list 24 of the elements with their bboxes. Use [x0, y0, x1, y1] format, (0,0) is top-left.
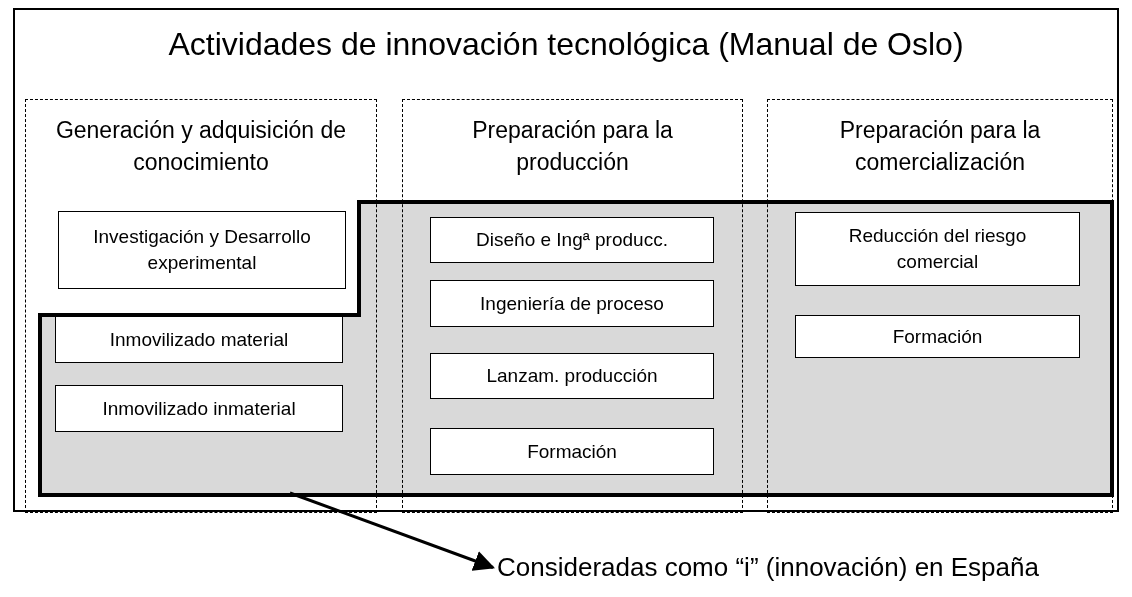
- activity-box: [430, 353, 714, 399]
- activity-label: Formación: [892, 324, 983, 349]
- activity-label: Lanzam. producción: [486, 364, 658, 389]
- column-heading: Preparación para la producción: [471, 116, 674, 178]
- note-text: Consideradas como “i” (innovación) en España: [497, 552, 1039, 583]
- activity-box: [55, 385, 343, 432]
- activity-label: Investigación y Desarrollo experimental: [92, 225, 312, 275]
- activity-box: [430, 217, 714, 263]
- activity-box: [58, 211, 346, 289]
- column-heading: Preparación para la comercialización: [838, 116, 1042, 178]
- activity-box: [430, 428, 714, 475]
- frame-heading: Actividades de innovación tecnológica (Manual de Oslo): [167, 25, 965, 64]
- column-heading: Generación y adquisición de conocimiento: [54, 116, 348, 178]
- activity-label: Reducción del riesgo comercial: [847, 224, 1028, 274]
- activity-box: [55, 316, 343, 363]
- activity-label: Inmovilizado material: [109, 327, 289, 352]
- activity-label: Formación: [527, 439, 617, 464]
- arrow: [289, 491, 495, 571]
- activity-box: [795, 315, 1080, 358]
- activity-label: Ingeniería de proceso: [480, 291, 664, 316]
- activity-label: Inmovilizado inmaterial: [102, 396, 296, 421]
- activity-box: [430, 280, 714, 327]
- activity-label: Diseño e Ingª producc.: [476, 228, 668, 253]
- activity-box: [795, 212, 1080, 286]
